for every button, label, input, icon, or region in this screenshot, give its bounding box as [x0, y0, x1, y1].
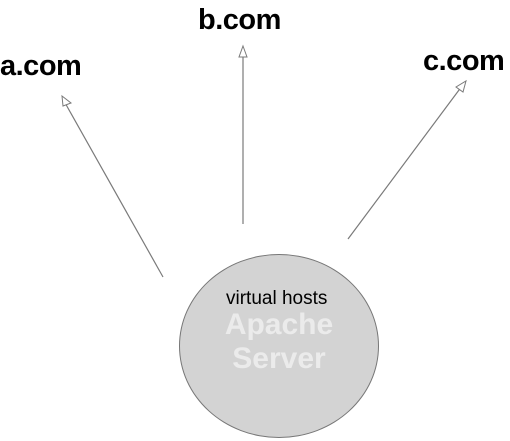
arrow-to-a [63, 100, 164, 278]
arrow-to-c [347, 85, 463, 240]
target-label-c: c.com [423, 45, 505, 77]
virtual-hosts-label: virtual hosts [226, 288, 328, 309]
apache-server-node [179, 254, 379, 438]
arrowhead-a [61, 94, 73, 107]
server-name-line2: Server [232, 342, 326, 375]
server-name-line1: Apache [224, 308, 334, 341]
server-name: Apache Server [179, 308, 379, 376]
target-label-a: a.com [0, 50, 82, 82]
arrowhead-b [238, 44, 248, 58]
target-label-b: b.com [198, 4, 281, 36]
arrowhead-c [455, 79, 467, 93]
